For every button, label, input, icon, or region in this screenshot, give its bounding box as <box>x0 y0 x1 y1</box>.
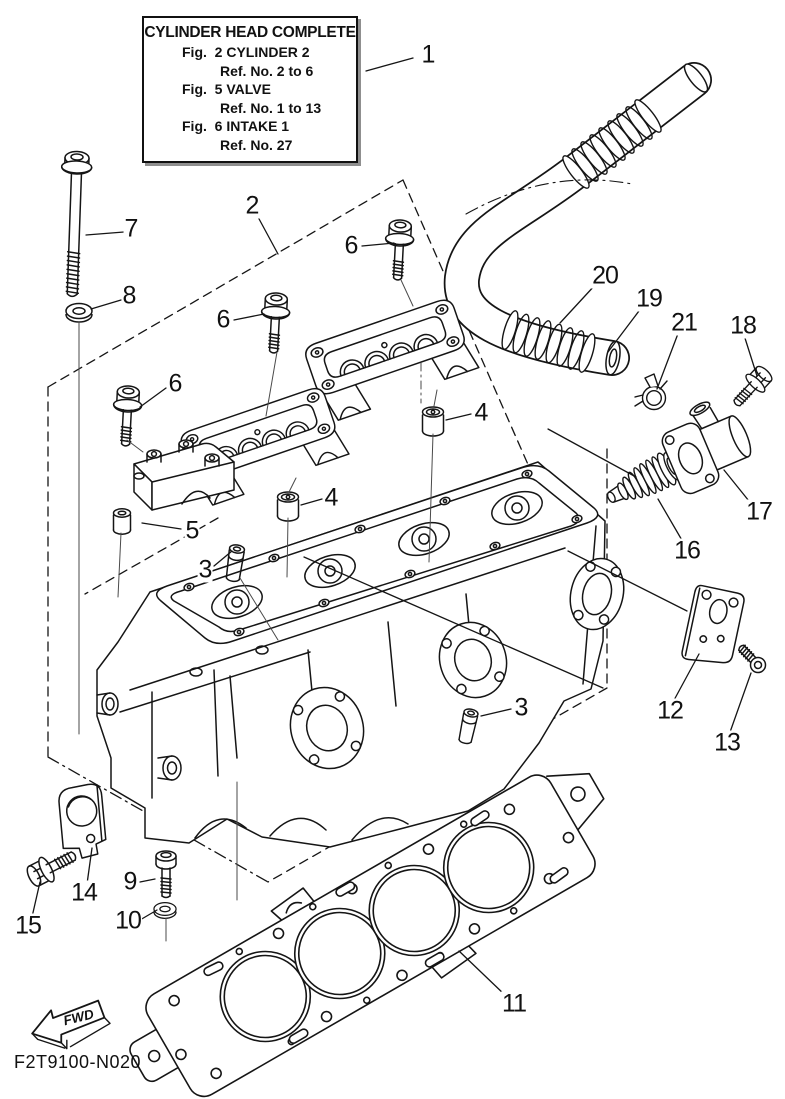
callout-15[interactable]: 15 <box>14 911 42 940</box>
callout-11[interactable]: 11 <box>501 989 527 1018</box>
callout-6[interactable]: 6 <box>167 369 183 398</box>
drawing-code: F2T9100-N020 <box>14 1052 142 1072</box>
callout-1[interactable]: 1 <box>420 40 436 69</box>
bolt-9 <box>155 850 177 899</box>
hose-clamp-spring-upper <box>562 99 662 189</box>
leader-lines <box>31 57 758 997</box>
callout-4[interactable]: 4 <box>473 398 489 427</box>
callout-4[interactable]: 4 <box>323 483 339 512</box>
legend-title: CYLINDER HEAD COMPLETE <box>144 24 356 41</box>
callout-21[interactable]: 21 <box>670 308 698 337</box>
assembly-axis-lines <box>78 279 438 942</box>
legend-fig-line: Fig. 5 VALVE <box>182 81 271 97</box>
callout-14[interactable]: 14 <box>70 878 98 907</box>
legend-ref-line: Ref. No. 1 to 13 <box>220 99 322 116</box>
callout-8[interactable]: 8 <box>121 281 137 310</box>
callout-13[interactable]: 13 <box>713 728 741 757</box>
screw-13 <box>738 644 767 674</box>
hose-clamp <box>634 373 668 411</box>
callout-2[interactable]: 2 <box>244 191 260 220</box>
callout-6[interactable]: 6 <box>343 231 359 260</box>
breather-hose <box>443 62 712 376</box>
callout-3[interactable]: 3 <box>513 693 529 722</box>
legend-box: CYLINDER HEAD COMPLETE Fig. 2 CYLINDER 2… <box>142 16 358 163</box>
camshaft-cap-block <box>133 439 235 511</box>
legend-fig-line: Fig. 2 CYLINDER 2 <box>182 44 310 60</box>
legend-fig-line: Fig. 6 INTAKE 1 <box>182 118 290 134</box>
dowel-pin <box>112 508 132 535</box>
fwd-arrow: FWD <box>31 999 111 1050</box>
callout-17[interactable]: 17 <box>745 497 773 526</box>
callout-19[interactable]: 19 <box>635 284 663 313</box>
callout-10[interactable]: 10 <box>114 906 142 935</box>
callout-3[interactable]: 3 <box>197 555 213 584</box>
callout-12[interactable]: 12 <box>656 696 684 725</box>
callout-16[interactable]: 16 <box>673 536 701 565</box>
callout-18[interactable]: 18 <box>729 311 757 340</box>
hose-clamp-spring-lower <box>501 310 596 373</box>
callout-5[interactable]: 5 <box>184 516 200 545</box>
legend-ref-line: Ref. No. 2 to 6 <box>220 62 314 79</box>
callout-9[interactable]: 9 <box>122 867 138 896</box>
callout-6[interactable]: 6 <box>215 305 231 334</box>
end-plate-14 <box>58 783 107 859</box>
bracket-plate-12 <box>681 584 745 664</box>
fwd-label: FWD <box>62 1006 96 1028</box>
thermostat-cover <box>661 401 752 495</box>
callout-7[interactable]: 7 <box>123 214 139 243</box>
callout-20[interactable]: 20 <box>591 261 619 290</box>
legend-ref-line: Ref. No. 27 <box>220 136 293 153</box>
bolt-7 <box>60 150 93 298</box>
head-gasket <box>129 772 605 1098</box>
